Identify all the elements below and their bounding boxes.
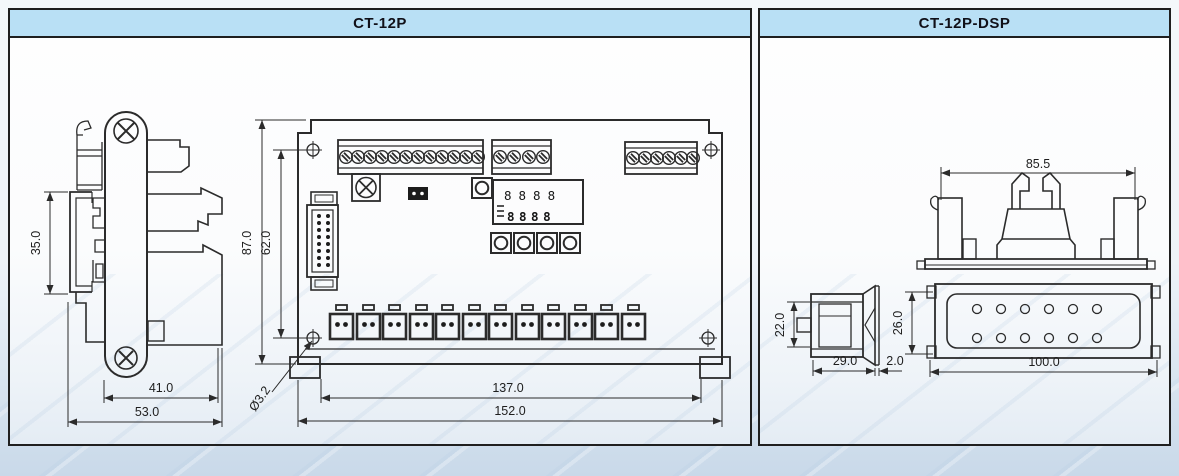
dim-62: 62.0 <box>259 149 305 339</box>
flange <box>862 284 876 367</box>
jumper <box>408 187 428 200</box>
panel-title-ct-12p: CT-12P <box>10 10 750 38</box>
mounting-hole-bottom-left <box>303 328 323 348</box>
ct-12p-dsp-panel: CT-12P-DSP 85.5 <box>758 8 1171 446</box>
dim-100: 100.0 <box>929 355 1158 377</box>
dsp-side-view-drawing: 22.0 29.0 2.0 <box>773 284 904 376</box>
case-foot-left <box>289 356 321 379</box>
dim-label-100: 100.0 <box>1028 355 1059 369</box>
display-row-bottom: 8888 <box>507 209 555 224</box>
plate-screw-bottom <box>114 346 138 370</box>
dim-53: 53.0 <box>67 302 223 427</box>
dim-label-87: 87.0 <box>240 231 254 255</box>
panel-title-ct-12p-dsp: CT-12P-DSP <box>760 10 1169 38</box>
dim-label-2: 2.0 <box>886 354 903 368</box>
dim-85-5: 85.5 <box>940 157 1136 200</box>
display-row-top: 8888 <box>504 188 562 203</box>
rear-housing <box>934 283 1153 359</box>
dim-35: 35.0 <box>29 191 68 295</box>
dim-label-29: 29.0 <box>833 354 857 368</box>
mounting-hole-bottom-right <box>698 328 718 348</box>
mounting-hole-top-right <box>701 140 721 160</box>
plate-screw-top <box>113 118 139 144</box>
pin-field <box>946 293 1141 349</box>
center-latch <box>996 171 1076 259</box>
dsp-front-profile-drawing: 85.5 <box>916 157 1156 270</box>
side-tower-right <box>1113 197 1139 260</box>
idc-connector <box>306 191 339 291</box>
dim-label-35: 35.0 <box>29 231 43 255</box>
dim-label-41: 41.0 <box>149 381 173 395</box>
case-top-tab <box>147 139 190 173</box>
case-upper-latch <box>147 186 223 232</box>
pin-holes <box>971 303 1103 344</box>
dim-label-53: 53.0 <box>135 405 159 419</box>
case-lower-body <box>147 243 223 346</box>
dim-26: 26.0 <box>891 291 933 355</box>
seven-segment-display: 8888 8888 <box>492 179 584 225</box>
dim-137: 137.0 <box>320 379 702 403</box>
case-foot-right <box>699 356 731 379</box>
case-bottom-tab <box>147 320 165 342</box>
dim-152: 152.0 <box>297 380 723 427</box>
case-bottom-left <box>75 292 105 343</box>
dim-label-62: 62.0 <box>259 231 273 255</box>
upper-bracket <box>76 134 103 191</box>
terminal-block-12 <box>337 139 486 175</box>
ct-12p-dimension-drawing: 35.0 41.0 53.0 <box>29 111 731 427</box>
pin <box>796 317 812 333</box>
side-view-drawing: 35.0 41.0 53.0 <box>29 111 223 427</box>
dim-29: 29.0 <box>812 354 876 376</box>
dim-2: 2.0 <box>878 354 904 376</box>
din-rail-profile <box>69 191 93 293</box>
dim-label-hole: Ø3.2 <box>246 384 273 414</box>
dim-label-152: 152.0 <box>494 404 525 418</box>
front-buttons <box>490 232 581 254</box>
dim-41: 41.0 <box>103 348 219 403</box>
dsp-rear-view-drawing: 26.0 100.0 <box>891 283 1161 377</box>
base-plate <box>924 258 1148 270</box>
dim-label-137: 137.0 <box>492 381 523 395</box>
mounting-plate <box>104 111 148 378</box>
adjust-screw <box>351 173 381 202</box>
case-outline <box>297 119 723 365</box>
dim-87: 87.0 <box>240 119 306 365</box>
housing <box>810 293 864 358</box>
dim-label-26: 26.0 <box>891 311 905 335</box>
rail-grip-latch <box>92 197 105 283</box>
dim-22: 22.0 <box>773 301 810 348</box>
dim-label-22: 22.0 <box>773 313 787 337</box>
dim-label-85-5: 85.5 <box>1026 157 1050 171</box>
front-view-drawing: 8888 8888 <box>240 119 731 427</box>
top-hook <box>76 120 92 136</box>
terminal-block-6 <box>624 141 701 175</box>
mounting-hole-top-left <box>303 140 323 160</box>
ct-12p-dsp-dimension-drawing: 85.5 <box>773 157 1161 377</box>
terminal-block-4 <box>491 139 552 175</box>
output-connector-row <box>328 303 647 341</box>
side-tower-left <box>937 197 963 260</box>
set-button <box>471 177 493 199</box>
ct-12p-panel: CT-12P <box>8 8 752 446</box>
